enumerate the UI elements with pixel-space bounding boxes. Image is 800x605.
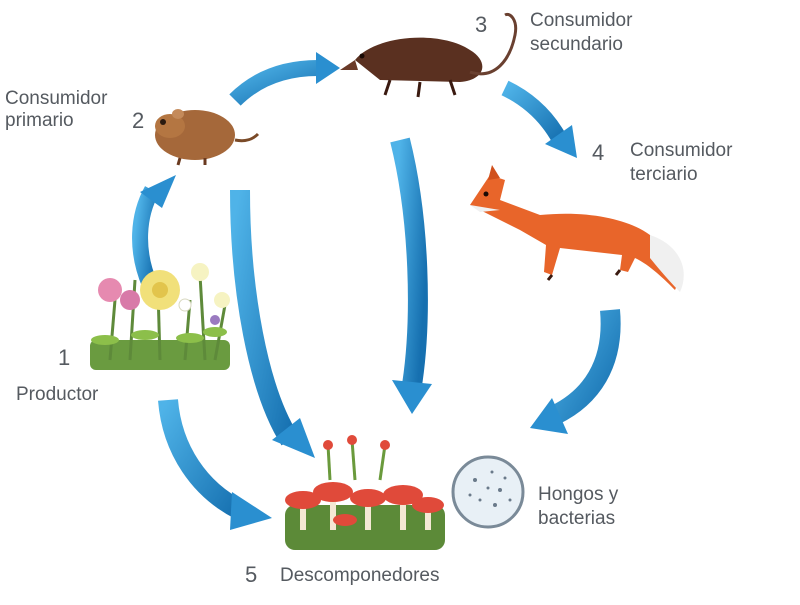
microbes-label-line2: bacterias bbox=[538, 508, 616, 529]
arrow-secondary-to-tertiary bbox=[501, 80, 577, 158]
arrow-primary-to-secondary bbox=[229, 52, 340, 106]
arrow-tertiary-to-microbes bbox=[530, 309, 621, 434]
microbe-dish-icon bbox=[451, 455, 525, 529]
primary-label-line1: Consumidor bbox=[5, 88, 108, 109]
arrow-secondary-to-decomposers bbox=[390, 137, 432, 414]
shrew-icon bbox=[340, 12, 518, 98]
secondary-number: 3 bbox=[475, 12, 488, 37]
primary-number: 2 bbox=[132, 108, 145, 133]
fox-icon bbox=[470, 165, 684, 292]
arrow-producer-to-primary bbox=[132, 175, 176, 289]
tertiary-label-line2: terciario bbox=[630, 164, 698, 185]
tertiary-label-line1: Consumidor bbox=[630, 140, 733, 161]
mouse-icon bbox=[155, 109, 260, 166]
flowers-icon bbox=[90, 263, 230, 370]
microbes-label-line1: Hongos y bbox=[538, 484, 619, 505]
tertiary-number: 4 bbox=[592, 140, 605, 165]
secondary-label-line2: secundario bbox=[530, 34, 623, 55]
mushrooms-icon bbox=[285, 435, 445, 550]
secondary-label-line1: Consumidor bbox=[530, 10, 633, 31]
decomposers-number: 5 bbox=[245, 562, 258, 587]
producer-label: Productor bbox=[16, 384, 99, 405]
decomposers-label: Descomponedores bbox=[280, 565, 440, 586]
producer-number: 1 bbox=[58, 345, 71, 370]
primary-label-line2: primario bbox=[5, 110, 74, 131]
arrow-producer-to-decomposers bbox=[158, 398, 272, 530]
arrow-primary-to-decomposers bbox=[230, 189, 315, 458]
